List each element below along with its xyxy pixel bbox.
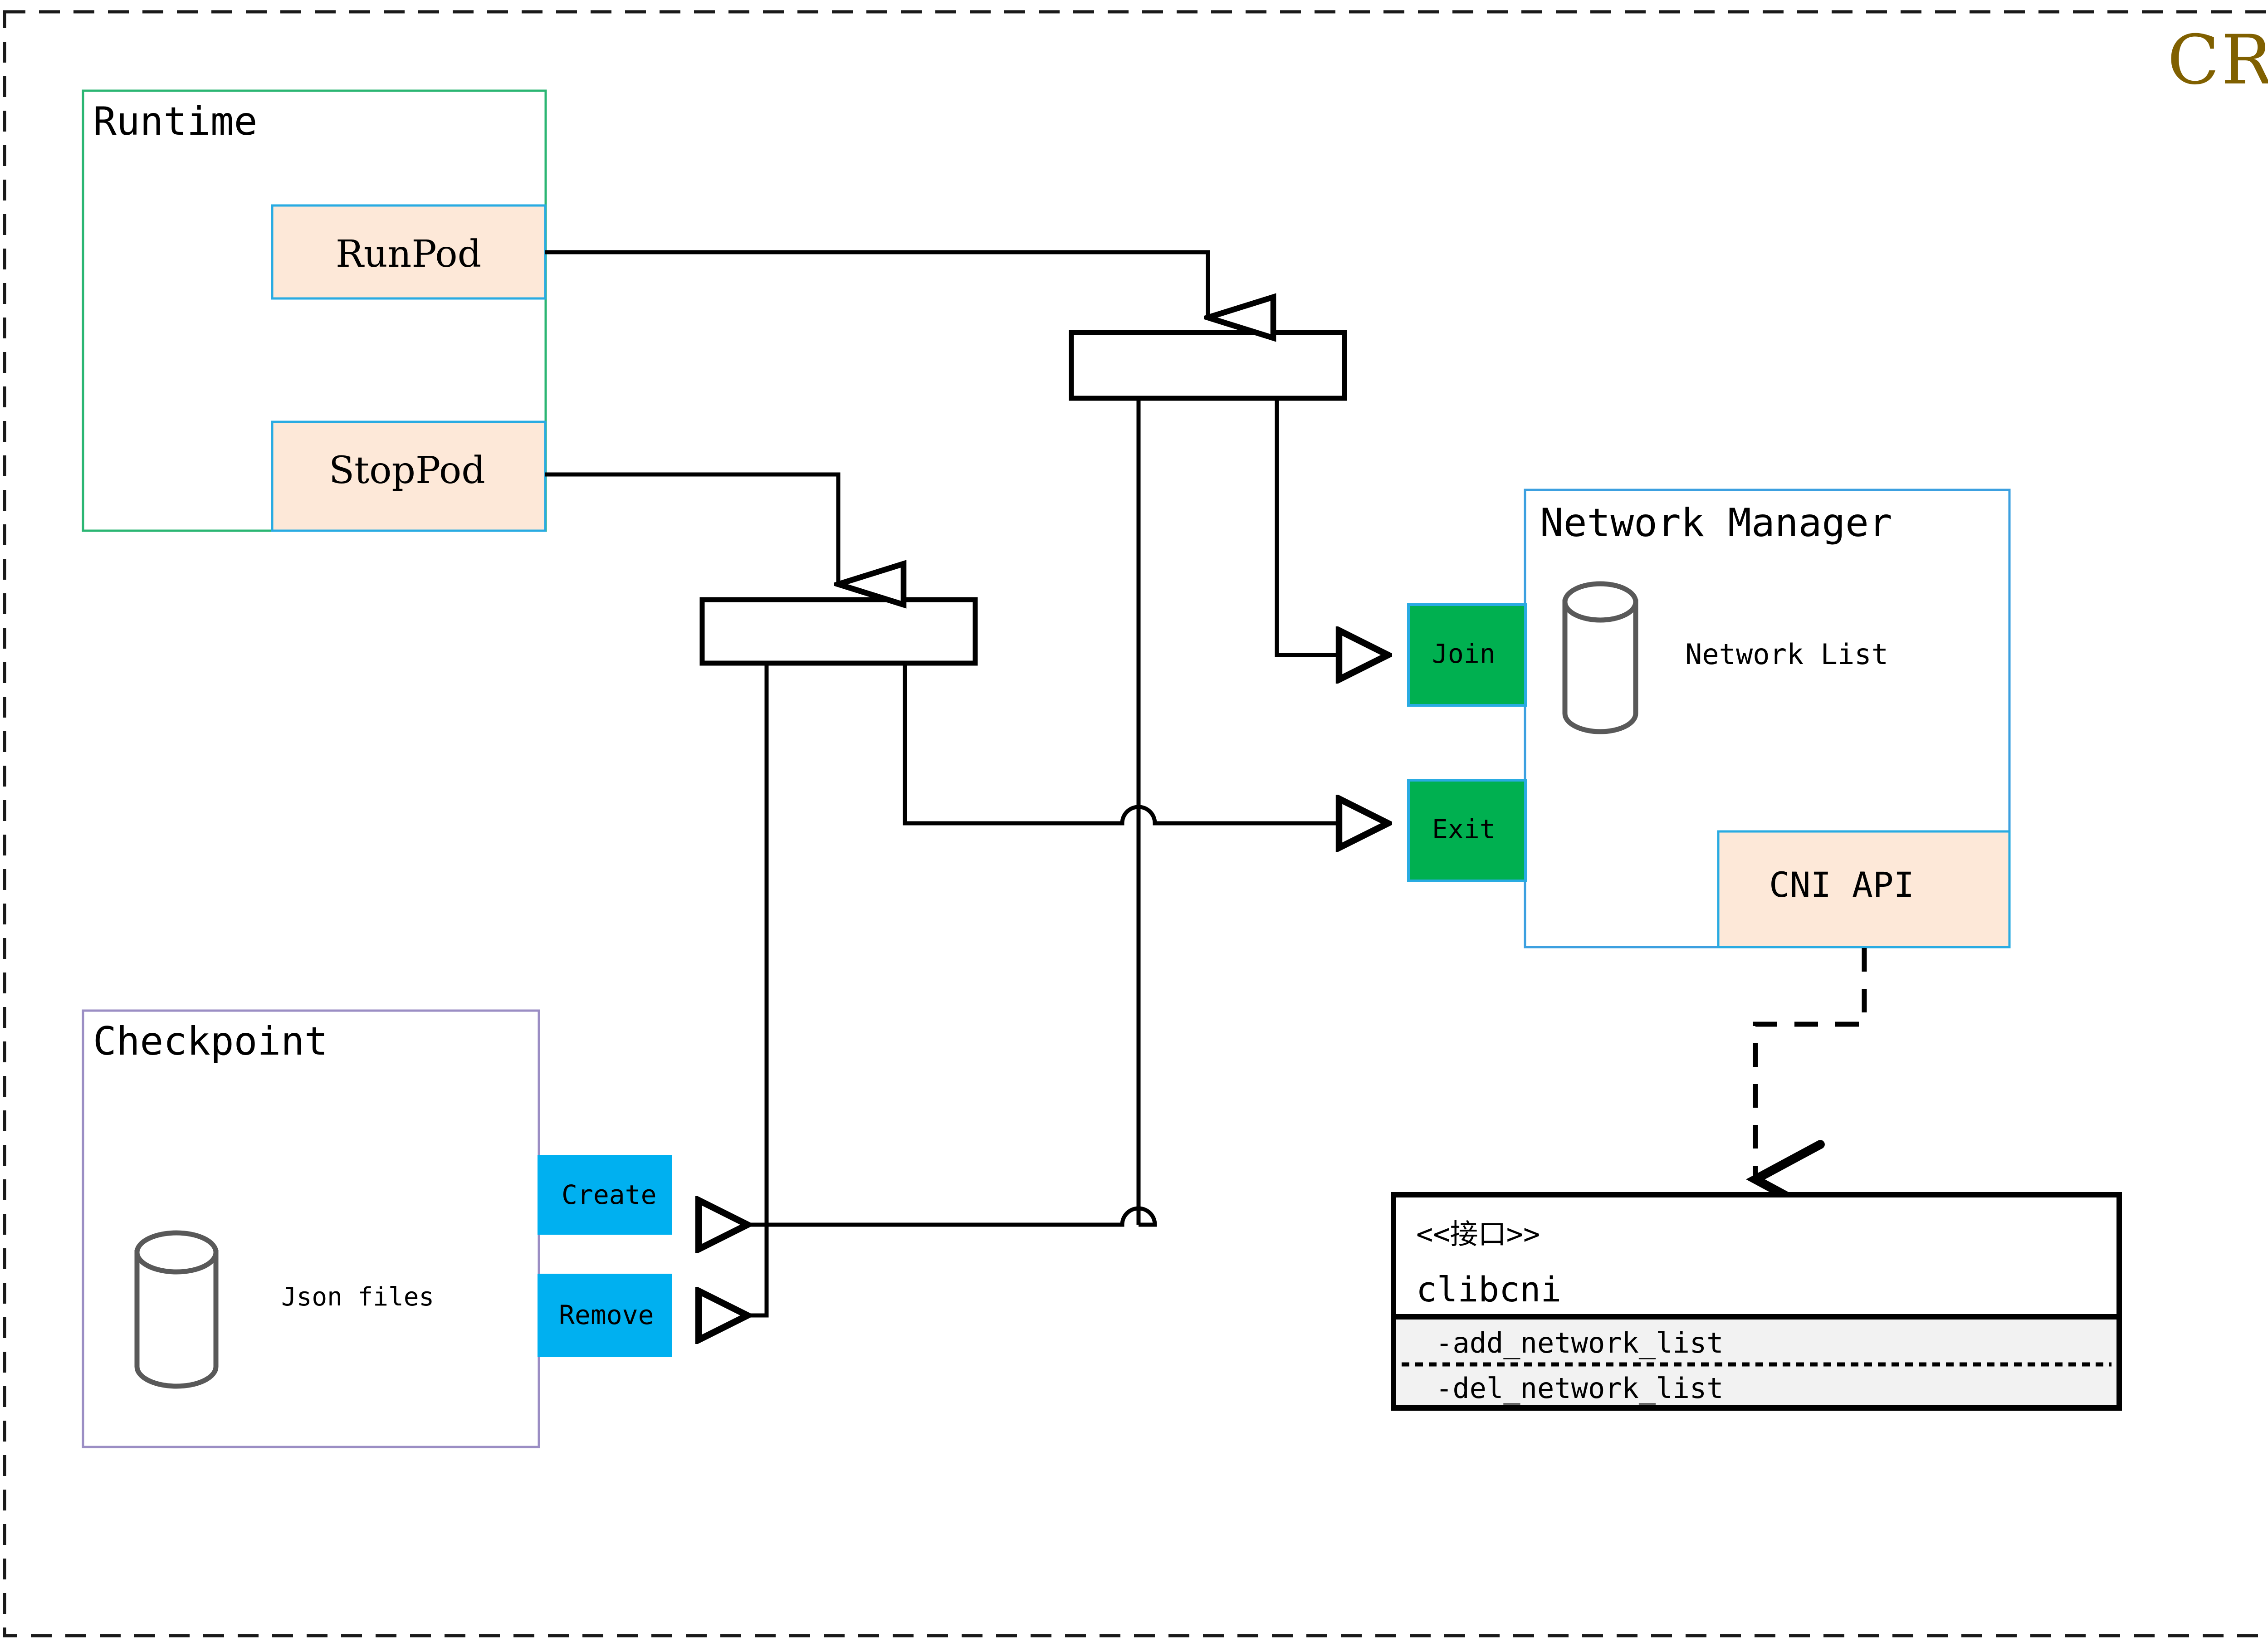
edge-cni-api-to-clibcni xyxy=(1746,948,1867,1219)
join-label[interactable]: Join xyxy=(1432,638,1496,669)
edge-lower-bar-left-leg xyxy=(699,663,769,1315)
clibcni-method-0: -add_network_list xyxy=(1436,1326,1724,1359)
edge-runpod-to-upper-bar xyxy=(545,250,1208,318)
runpod-label[interactable]: RunPod xyxy=(336,233,482,276)
cni-api-box xyxy=(1717,830,2011,948)
clibcni-name-label: clibcni xyxy=(1416,1269,1562,1310)
remove-box xyxy=(538,1274,672,1357)
network-manager-group-label: Network Manager xyxy=(1540,500,1892,546)
json-files-cylinder xyxy=(134,1230,219,1389)
stoppod-fan-out-bar xyxy=(699,597,978,666)
edge-upper-bar-to-join xyxy=(1275,398,1388,655)
runpod-box xyxy=(271,204,547,300)
outer-dashed-frame xyxy=(3,10,2268,1637)
clibcni-stereotype-label: <<接口>> xyxy=(1416,1217,1540,1251)
create-box xyxy=(538,1155,672,1235)
cni-api-label[interactable]: CNI API xyxy=(1769,865,1915,905)
runpod-fan-out-bar xyxy=(1069,330,1347,401)
connectors xyxy=(545,250,1388,1315)
diagram-title: CRI xyxy=(2167,21,2268,100)
remove-label[interactable]: Remove xyxy=(559,1300,654,1330)
edge-to-create xyxy=(699,1208,1157,1225)
stoppod-label[interactable]: StopPod xyxy=(329,449,485,492)
create-label[interactable]: Create xyxy=(562,1179,657,1210)
network-list-label: Network List xyxy=(1685,638,1888,671)
edge-lower-bar-to-exit xyxy=(903,663,1388,823)
json-files-label: Json files xyxy=(281,1282,435,1312)
exit-label[interactable]: Exit xyxy=(1432,814,1496,845)
clibcni-method-1: -del_network_list xyxy=(1436,1372,1724,1405)
edge-stoppod-to-lower-bar xyxy=(545,472,838,584)
checkpoint-group-label: Checkpoint xyxy=(93,1019,328,1064)
network-list-cylinder xyxy=(1562,581,1638,734)
runtime-group-label: Runtime xyxy=(93,99,258,144)
exit-box xyxy=(1407,779,1527,882)
join-box xyxy=(1407,603,1527,707)
